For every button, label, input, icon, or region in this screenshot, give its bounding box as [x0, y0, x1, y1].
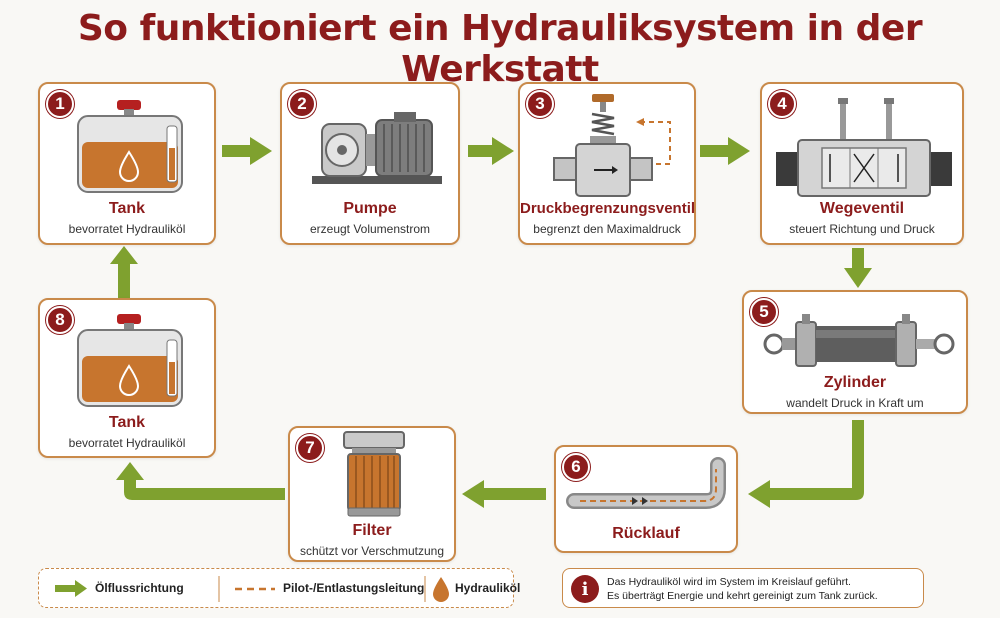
- flow-arrow-7-8: [116, 462, 285, 500]
- flow-arrow-3-4: [700, 137, 750, 165]
- pump-icon: [312, 112, 442, 184]
- oil-drop-icon: [433, 577, 449, 602]
- legend-oil-label: Hydrauliköl: [455, 581, 521, 595]
- flow-direction-arrow-icon: [55, 580, 87, 597]
- step-number-badge: 1: [46, 90, 74, 118]
- step-name: Pumpe: [343, 200, 397, 217]
- info-box: i Das Hydrauliköl wird im System im Krei…: [562, 568, 924, 608]
- step-number-badge: 3: [526, 90, 554, 118]
- step-description: steuert Richtung und Druck: [789, 222, 935, 236]
- return-pipe-icon: [566, 457, 726, 509]
- step-card-tank-1: 1 Tank bevorratet Hydrauliköl: [38, 82, 216, 245]
- directional-valve-icon: [776, 98, 952, 197]
- step-card-filter: 7 Filter schützt vor Verschmutzung: [288, 426, 456, 562]
- step-number-badge: 8: [46, 306, 74, 334]
- info-icon: i: [571, 575, 599, 603]
- step-card-zylinder: 5 Zylinder wandelt Druck in Kraft um: [742, 290, 968, 414]
- oil-filter-icon: [343, 431, 405, 517]
- hydraulic-cylinder-icon: [763, 314, 955, 367]
- step-number-badge: 2: [288, 90, 316, 118]
- step-name: Zylinder: [823, 374, 887, 391]
- flow-arrow-5-6: [748, 420, 864, 508]
- step-name: Tank: [108, 414, 146, 431]
- flow-arrow-8-1: [110, 246, 138, 298]
- step-description: erzeugt Volumenstrom: [309, 222, 431, 236]
- info-line-2: Es überträgt Energie und kehrt gereinigt…: [607, 590, 878, 602]
- pressure-relief-valve-icon: [553, 94, 671, 197]
- step-name: Wegeventil: [819, 200, 905, 217]
- legend: Ölflussrichtung Pilot-/Entlastungsleitun…: [38, 568, 520, 608]
- flow-arrow-1-2: [222, 137, 272, 165]
- legend-pilot-label: Pilot-/Entlastungsleitung: [283, 581, 425, 595]
- step-name: Druckbegrenzungsventil: [520, 200, 696, 217]
- step-description: bevorratet Hydrauliköl: [68, 222, 186, 236]
- step-number-badge: 7: [296, 434, 324, 462]
- flow-arrow-4-5: [844, 248, 872, 288]
- step-number-badge: 4: [768, 90, 796, 118]
- page-title: So funktioniert ein Hydrauliksystem in d…: [77, 8, 923, 90]
- step-number-badge: 5: [750, 298, 778, 326]
- flow-arrow-6-7: [462, 480, 546, 508]
- oil-tank-icon: [77, 100, 183, 193]
- step-number-badge: 6: [562, 453, 590, 481]
- info-line-1: Das Hydrauliköl wird im System im Kreisl…: [607, 576, 851, 588]
- step-description: wandelt Druck in Kraft um: [786, 396, 924, 410]
- step-card-druckbegrenzungsventil: 3 Druckbegrenzungsventil begrenzt den Ma…: [518, 82, 696, 245]
- step-card-tank-8: 8 Tank bevorratet Hydrauliköl: [38, 298, 216, 458]
- step-description: bevorratet Hydrauliköl: [68, 436, 186, 450]
- step-card-pumpe: 2 Pumpe erzeugt Volumenstrom: [280, 82, 460, 245]
- step-name: Filter: [352, 522, 392, 539]
- step-description: schützt vor Verschmutzung: [299, 544, 445, 558]
- step-description: begrenzt den Maximaldruck: [533, 222, 681, 236]
- step-name: Tank: [108, 200, 146, 217]
- step-card-wegeventil: 4 Wegeventil steuert Richtung und Druck: [760, 82, 964, 245]
- flow-arrow-2-3: [468, 137, 514, 165]
- oil-tank-icon: [77, 314, 183, 407]
- legend-flow-label: Ölflussrichtung: [95, 581, 184, 595]
- step-name: Rücklauf: [612, 525, 680, 542]
- step-card-ruecklauf: 6 Rücklauf: [554, 445, 738, 553]
